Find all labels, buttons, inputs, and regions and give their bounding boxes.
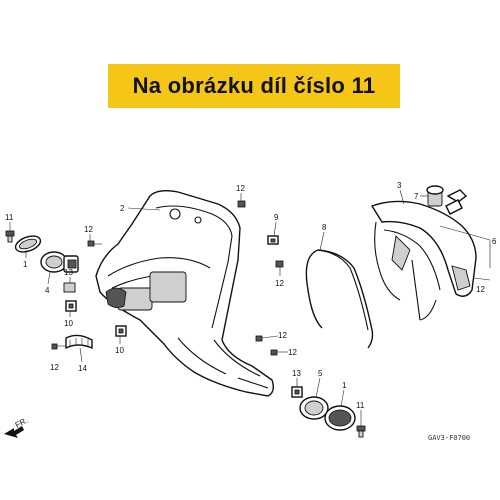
callout-5: 5 [318,369,323,378]
callout-11-left: 11 [5,213,14,222]
nut-part-13-bottom [291,386,303,398]
screw-part-12-mid [255,335,263,342]
callout-1-left: 1 [23,260,28,269]
callout-8: 8 [322,223,327,232]
clip-part-13-left [63,282,76,293]
reflector-part-1-left [14,235,42,253]
bracket-part-14 [65,334,93,350]
callout-10-left: 10 [64,319,73,328]
callout-12-top: 12 [236,184,245,193]
screw-part-12-upper-left [87,240,102,247]
front-marker-label: FR. [14,416,30,430]
frame-part-3 [370,200,477,321]
nut-part-10-center [115,325,127,337]
callout-13-left: 13 [64,268,73,277]
callout-12-far-right: 12 [476,285,485,294]
callout-2: 2 [120,204,125,213]
callout-12-upper-left: 12 [84,225,93,234]
leader-lines [9,189,491,426]
socket-part-5 [299,396,329,420]
callout-6: 6 [492,237,497,246]
banner-text: Na obrázku díl číslo 11 [132,73,376,98]
inner-cover-part-2 [95,189,275,397]
bolt-part-9 [267,235,279,245]
drawing-code: GAV3-F0700 [428,434,470,442]
nut-part-10-left [65,300,77,312]
reflector-part-1-bottom [324,405,356,431]
callout-12-lower: 12 [288,348,297,357]
callout-12-right: 12 [275,279,284,288]
callout-3: 3 [397,181,402,190]
callout-12-lower-left: 12 [50,363,59,372]
screw-part-12-right [275,260,284,268]
callout-4: 4 [45,286,50,295]
callout-12-mid: 12 [278,331,287,340]
screw-part-12-lower [270,349,278,356]
lock-part-7 [426,185,468,215]
front-arrow-icon [4,426,24,438]
bolt-part-11-left [5,230,15,243]
callout-1-bottom: 1 [342,381,347,390]
callout-9: 9 [274,213,279,222]
callout-14: 14 [78,364,87,373]
part-number-banner: Na obrázku díl číslo 11 [108,64,400,108]
trim-strip-part-8 [305,249,374,349]
callout-13-bottom: 13 [292,369,301,378]
callout-7: 7 [414,192,419,201]
callout-11-bottom: 11 [356,401,365,410]
callout-10-center: 10 [115,346,124,355]
housing-part-4 [40,251,79,273]
bolt-part-11-bottom [356,425,366,438]
screw-part-12-top [237,200,246,208]
screw-part-12-lower-left [51,343,66,350]
